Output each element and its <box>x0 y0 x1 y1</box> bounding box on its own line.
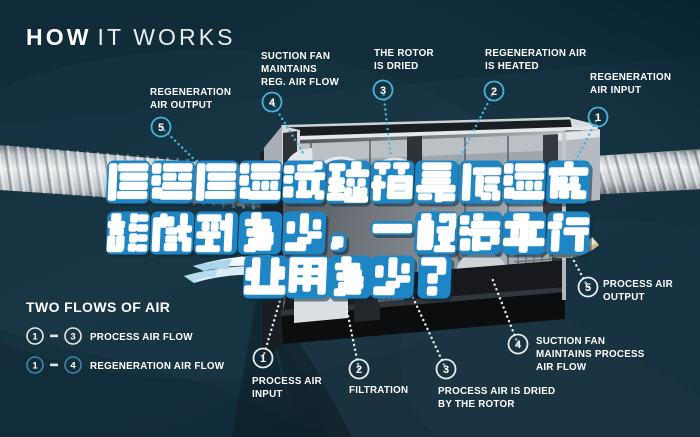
svg-text:5: 5 <box>158 122 164 134</box>
svg-text:3: 3 <box>70 332 75 343</box>
svg-text:5: 5 <box>585 282 591 294</box>
svg-text:1: 1 <box>260 353 266 365</box>
svg-text:2: 2 <box>356 364 362 376</box>
svg-text:1: 1 <box>32 332 38 343</box>
svg-text:FILTRATION: FILTRATION <box>349 385 408 396</box>
svg-text:4: 4 <box>70 361 76 372</box>
svg-text:2: 2 <box>491 86 497 98</box>
svg-text:PROCESS AIR FLOW: PROCESS AIR FLOW <box>90 332 193 343</box>
svg-text:3: 3 <box>380 85 386 97</box>
svg-text:1: 1 <box>32 361 38 372</box>
svg-text:TWO FLOWS OF AIR: TWO FLOWS OF AIR <box>26 299 170 315</box>
svg-text:4: 4 <box>515 339 522 351</box>
svg-text:1: 1 <box>595 112 601 124</box>
svg-text:4: 4 <box>269 97 276 109</box>
svg-text:3: 3 <box>443 364 449 376</box>
svg-text:REGENERATION AIR FLOW: REGENERATION AIR FLOW <box>90 361 225 372</box>
